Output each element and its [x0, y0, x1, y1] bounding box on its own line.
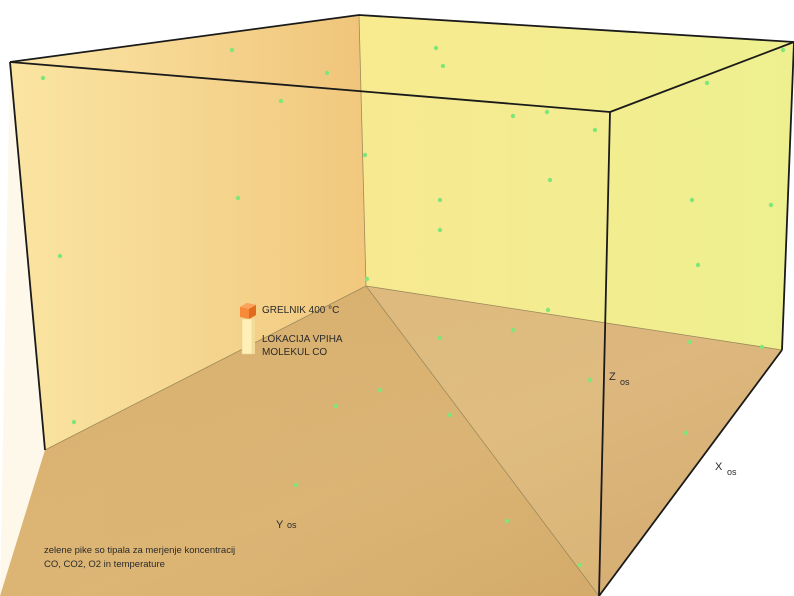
sensor-dot	[71, 419, 77, 425]
sensor-dot	[324, 70, 330, 76]
sensor-dot	[683, 430, 689, 436]
sensor-dot	[547, 177, 553, 183]
sensor-dot	[780, 47, 786, 53]
note-line1: zelene pike so tipala za merjenje koncen…	[44, 545, 235, 556]
sensor-dot	[689, 197, 695, 203]
sensor-dot	[587, 377, 593, 383]
x-axis-label: X	[715, 461, 723, 473]
heater-icon	[240, 303, 256, 319]
sensor-dot	[57, 253, 63, 259]
front-wall-tint	[0, 62, 610, 596]
sensor-dot	[704, 80, 710, 86]
inner-edges	[44, 14, 783, 596]
note-line2: CO, CO2, O2 in temperature	[44, 559, 165, 570]
sensor-dot	[293, 482, 299, 488]
injection-column-icon	[241, 318, 255, 355]
sensor-dot	[504, 518, 510, 524]
sensor-dot	[362, 152, 368, 158]
z-axis-sublabel: os	[620, 377, 630, 387]
sensor-dot	[377, 387, 383, 393]
sensor-dot	[437, 227, 443, 233]
sensor-dots	[40, 45, 786, 568]
sensor-dot	[433, 45, 439, 51]
sensor-dot	[545, 307, 551, 313]
sensor-dot	[510, 113, 516, 119]
y-axis-label: Y	[276, 519, 284, 531]
heater-label: GRELNIK 400 °C	[262, 305, 339, 316]
sensor-dot	[437, 197, 443, 203]
outer-edges	[9, 14, 794, 596]
sensor-dot	[447, 412, 453, 418]
sensor-dot	[364, 276, 370, 282]
z-axis-label: Z	[609, 371, 616, 383]
sensor-dot	[229, 47, 235, 53]
sensor-dot	[759, 344, 765, 350]
sensor-dot	[278, 98, 284, 104]
sensor-dot	[544, 109, 550, 115]
y-axis-sublabel: os	[287, 520, 297, 530]
sensor-dot	[510, 327, 516, 333]
injection-label-line2: MOLEKUL CO	[262, 347, 327, 358]
injection-label-line1: LOKACIJA VPIHA	[262, 334, 343, 345]
sensor-dot	[592, 127, 598, 133]
sensor-dot	[40, 75, 46, 81]
sensor-dot	[437, 335, 443, 341]
sensor-dot	[768, 202, 774, 208]
sensor-dot	[687, 339, 693, 345]
sensor-dot	[333, 403, 339, 409]
sensor-dot	[235, 195, 241, 201]
sensor-dot	[440, 63, 446, 69]
sensor-dot	[695, 262, 701, 268]
sensor-dot	[577, 562, 583, 568]
x-axis-sublabel: os	[727, 467, 737, 477]
